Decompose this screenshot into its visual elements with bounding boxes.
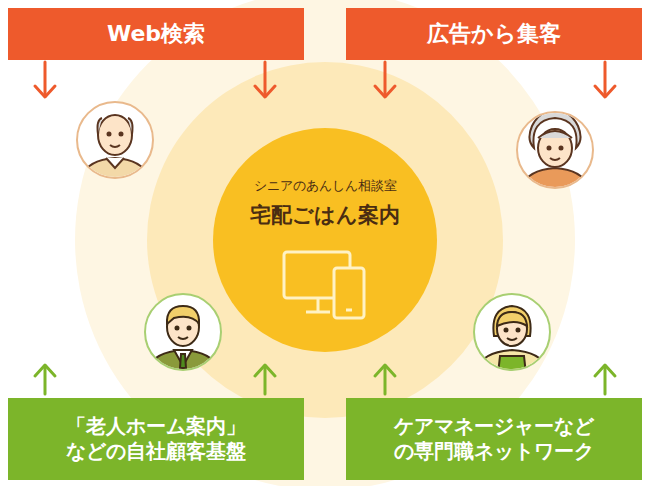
channel-bar: 「老人ホーム案内」 などの自社顧客基盤 — [8, 398, 304, 480]
person-icon — [517, 110, 593, 192]
person-icon — [77, 102, 153, 182]
service-title: 宅配ごはん案内 — [213, 201, 437, 229]
channel-bar: Web検索 — [8, 8, 304, 60]
channel-label: Web検索 — [107, 20, 205, 49]
middle-ring — [147, 62, 503, 418]
person-icon — [474, 294, 550, 374]
channel-bar: 広告から集客 — [346, 8, 642, 60]
channel-label: ケアマネージャーなど の専門職ネットワーク — [346, 414, 642, 465]
service-circle: シニアのあんしん相談室宅配ごはん案内 — [213, 128, 437, 352]
service-subtitle: シニアのあんしん相談室 — [213, 178, 437, 195]
inflow-arrows — [35, 365, 615, 394]
channel-label: 「老人ホーム案内」 などの自社顧客基盤 — [8, 414, 304, 465]
person-icon — [145, 294, 221, 374]
inflow-arrows — [35, 62, 615, 97]
inner-circle — [213, 128, 437, 352]
channel-bar: ケアマネージャーなど の専門職ネットワーク — [346, 398, 642, 480]
channel-label: 広告から集客 — [427, 20, 561, 49]
device-icon — [284, 252, 364, 318]
